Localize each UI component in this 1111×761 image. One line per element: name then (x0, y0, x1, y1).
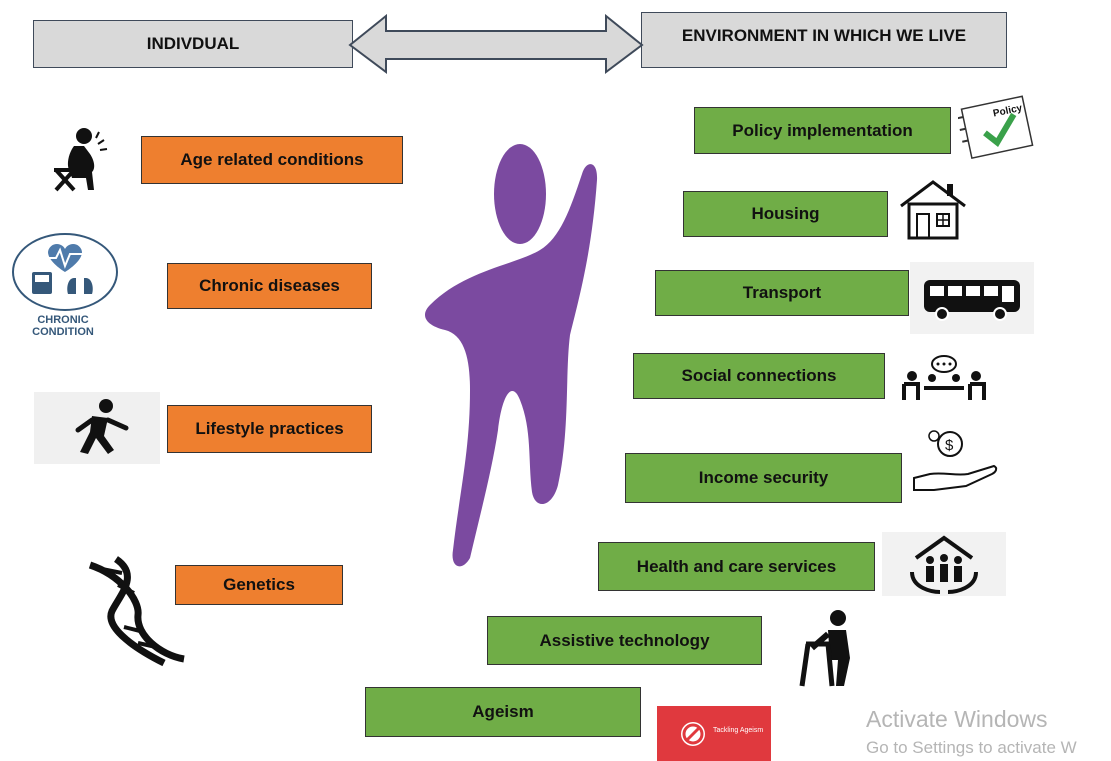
individual-factor-box: Genetics (175, 565, 343, 605)
walker-icon (799, 610, 850, 687)
policy-checklist-icon: Policy (958, 95, 1034, 159)
dna-icon (88, 556, 185, 667)
elderly-sitting-icon (54, 128, 108, 192)
family-home-icon (882, 532, 1006, 596)
environment-factor-box: Assistive technology (487, 616, 762, 665)
environment-factor-label: Social connections (681, 366, 837, 385)
environment-factor-label: Policy implementation (732, 120, 913, 140)
environment-factor-label: Income security (698, 468, 829, 487)
environment-factor-box: Transport (655, 270, 909, 316)
environment-factor-label: Health and care services (636, 556, 837, 576)
individual-factor-box: Chronic diseases (167, 263, 372, 309)
environment-factor-box: Housing (683, 191, 888, 237)
person-figure-icon (425, 144, 598, 567)
hand-money-icon: $ (913, 430, 998, 491)
bus-icon (910, 262, 1034, 334)
environment-factor-box: Health and care services (598, 542, 875, 591)
individual-factor-box: Lifestyle practices (167, 405, 372, 453)
tackling-ageism-icon: Tackling Ageism (657, 706, 771, 761)
chronic-condition-icon (12, 233, 118, 311)
ageism-icon-text: Tackling Ageism (713, 727, 763, 734)
individual-header: INDIVDUAL (33, 20, 353, 68)
svg-text:$: $ (945, 437, 954, 454)
environment-factor-label: Ageism (472, 702, 534, 721)
environment-factor-box: Policy implementation (694, 107, 951, 154)
double-arrow-icon (348, 14, 644, 74)
individual-factor-label: Lifestyle practices (195, 419, 344, 438)
environment-factor-label: Housing (751, 204, 820, 223)
house-icon (900, 180, 966, 240)
environment-factor-label: Assistive technology (539, 630, 710, 650)
individual-factor-label: Chronic diseases (199, 276, 340, 295)
individual-factor-box: Age related conditions (141, 136, 403, 184)
environment-factor-box: Income security (625, 453, 902, 503)
activate-windows-subtext: Go to Settings to activate W (866, 738, 1077, 757)
walking-person-icon (34, 392, 160, 464)
individual-factor-label: Genetics (223, 575, 295, 594)
environment-factor-box: Ageism (365, 687, 641, 737)
environment-header: ENVIRONMENT IN WHICH WE LIVE (641, 12, 1007, 68)
environment-header-label: ENVIRONMENT IN WHICH WE LIVE (681, 26, 967, 45)
environment-factor-label: Transport (742, 283, 822, 302)
individual-header-label: INDIVDUAL (146, 34, 240, 53)
people-meeting-icon (902, 355, 986, 400)
chronic-condition-caption: CHRONIC CONDITION (32, 314, 94, 338)
activate-windows-watermark: Activate Windows (866, 706, 1048, 732)
environment-factor-box: Social connections (633, 353, 885, 399)
individual-factor-label: Age related conditions (180, 150, 364, 169)
